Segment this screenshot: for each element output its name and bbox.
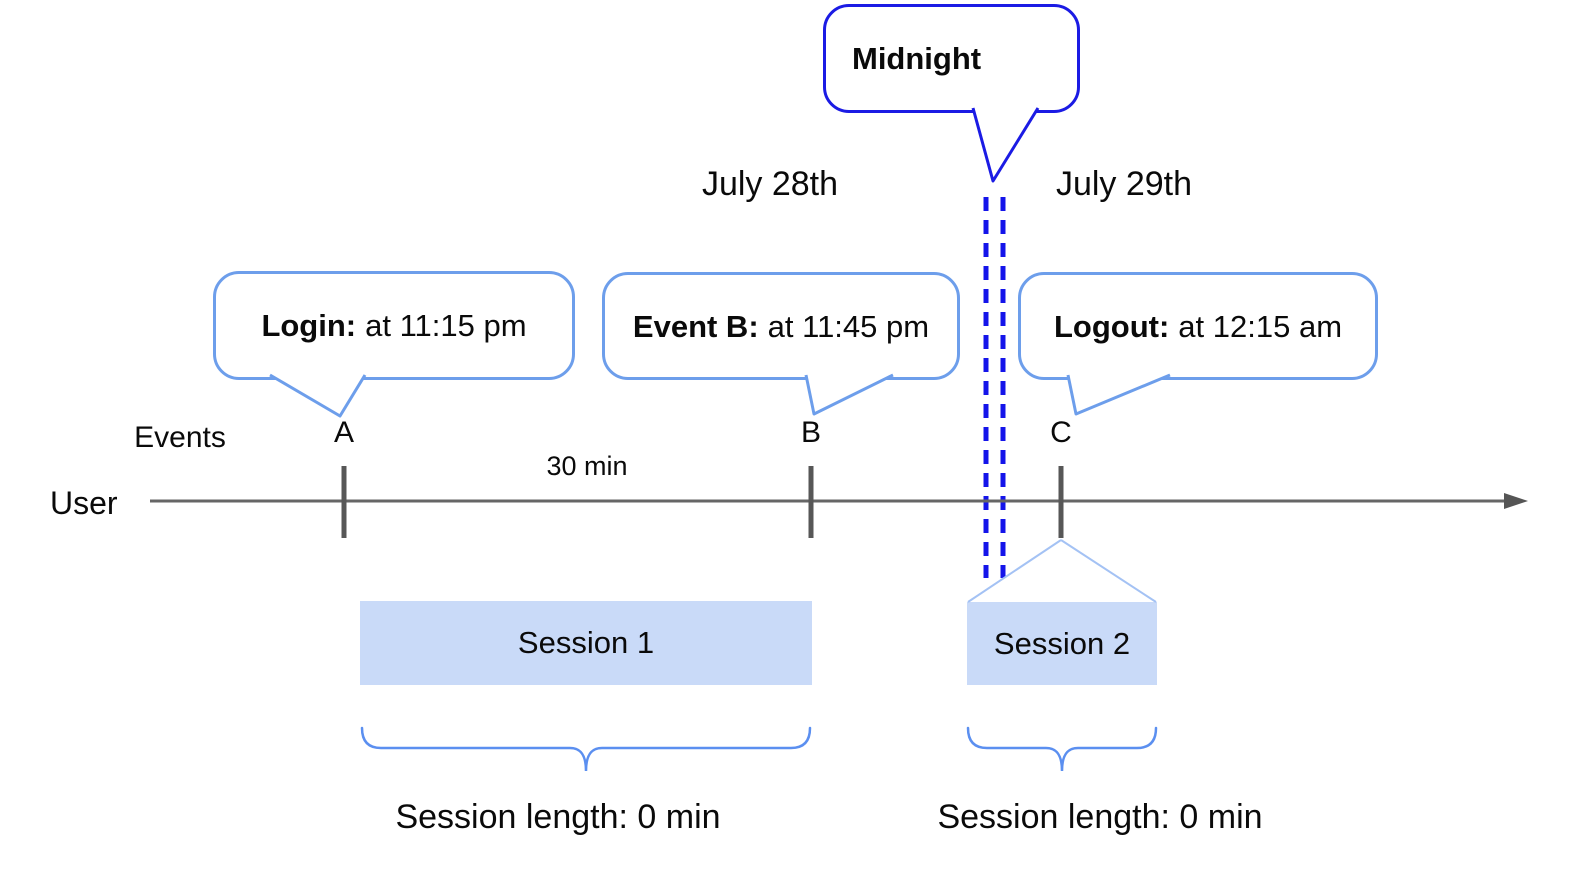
session-1-length-label: Session length: 0 min (395, 798, 721, 836)
logout-callout: Logout: at 12:15 am (1018, 272, 1378, 380)
session-2-box: Session 2 (967, 602, 1157, 685)
midnight-callout-tail (971, 107, 1040, 183)
logout-callout-title: Logout: (1053, 308, 1170, 344)
event-b-callout-title: Event B: (632, 308, 759, 344)
session-2-label: Session 2 (993, 625, 1131, 661)
midnight-callout-label: Midnight (852, 41, 982, 76)
session-2-brace (966, 726, 1158, 772)
event-c-label: C (1050, 416, 1072, 449)
login-callout: Login: at 11:15 pm (213, 271, 575, 380)
event-b-callout-detail: at 11:45 pm (767, 308, 930, 344)
session-2-length-label: Session length: 0 min (937, 798, 1263, 836)
date-july-29: July 29th (1055, 165, 1193, 203)
timeline-arrowhead-icon (1504, 493, 1528, 509)
session-2-funnel-left (967, 539, 1062, 603)
session-2-funnel-right (1060, 539, 1157, 603)
login-callout-tail (269, 373, 367, 418)
event-b-callout: Event B: at 11:45 pm (602, 272, 960, 380)
interval-30min-label: 30 min (546, 451, 628, 481)
event-a-label: A (333, 416, 355, 449)
session-1-box: Session 1 (360, 601, 812, 685)
event-b-label: B (800, 416, 822, 449)
logout-callout-detail: at 12:15 am (1178, 308, 1343, 344)
logout-callout-tail (1066, 373, 1171, 416)
midnight-callout: Midnight (823, 4, 1080, 113)
user-axis-label: User (50, 485, 118, 521)
login-callout-title: Login: (261, 308, 357, 343)
session-1-brace (360, 726, 812, 772)
event-b-callout-tail (804, 373, 894, 416)
login-callout-detail: at 11:15 pm (365, 308, 527, 343)
events-axis-label: Events (134, 421, 226, 454)
session-1-label: Session 1 (517, 625, 655, 660)
date-july-28: July 28th (701, 165, 839, 203)
